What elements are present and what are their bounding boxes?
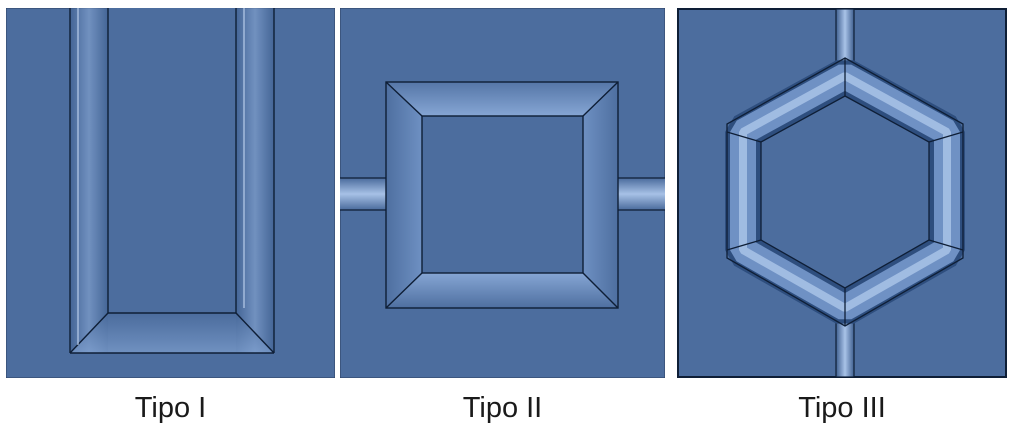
tipo-2-bevel-right	[583, 82, 618, 308]
tipo-2-right-channel	[605, 178, 665, 210]
tipo-1-bottom-bevel	[70, 313, 274, 353]
caption-tipo-3: Tipo III	[798, 392, 886, 424]
tipo-3-inner-face	[761, 96, 929, 288]
tipo-3-diagram	[677, 8, 1007, 378]
tipo-2-bevel-top	[386, 82, 618, 116]
tipo-2-diagram	[340, 8, 665, 378]
tipo-2-inner-face	[422, 116, 583, 273]
panel-tipo-1	[6, 8, 335, 378]
tipo-1-left-rail	[70, 8, 108, 353]
caption-tipo-2: Tipo II	[462, 392, 543, 424]
panel-tipo-3	[677, 8, 1007, 378]
tipo-2-bevel-left	[386, 82, 422, 308]
panel-tipo-2	[340, 8, 665, 378]
caption-tipo-1: Tipo I	[134, 392, 207, 424]
tipo-1-inner-face	[108, 8, 236, 313]
tipo-1-diagram	[6, 8, 335, 378]
tipo-1-right-rail	[236, 8, 274, 353]
tipo-2-bevel-bottom	[386, 273, 618, 308]
